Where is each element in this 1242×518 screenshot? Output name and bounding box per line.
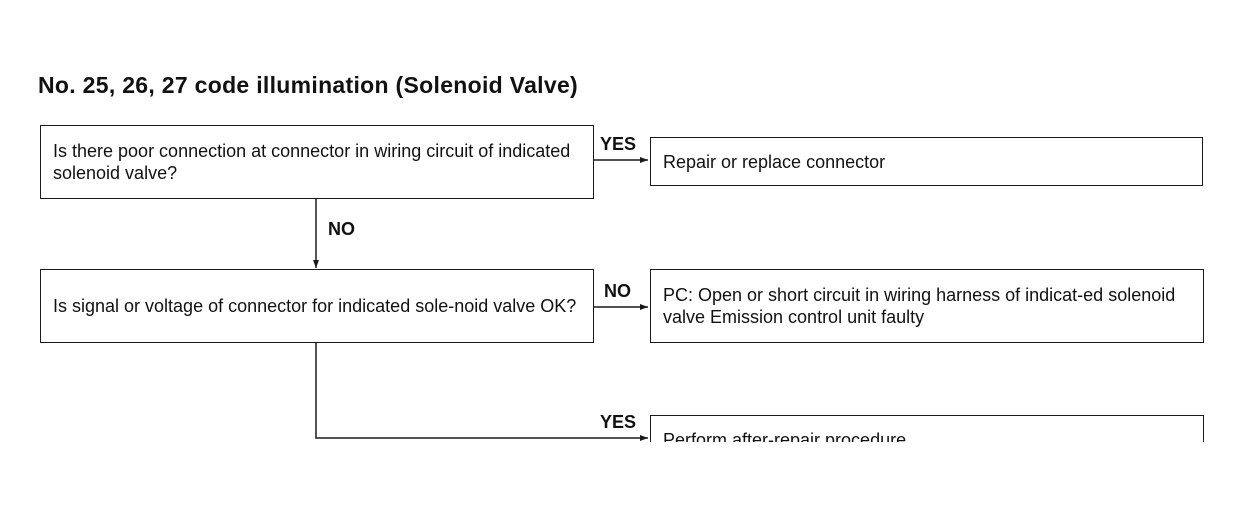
label-q1-yes: YES bbox=[600, 134, 637, 154]
flowchart-area: Is there poor connection at connector in… bbox=[40, 125, 1204, 442]
action-box-2: PC: Open or short circuit in wiring harn… bbox=[650, 269, 1204, 343]
arrowhead-q1-no bbox=[313, 260, 319, 268]
question-2-text: Is signal or voltage of connector for in… bbox=[53, 296, 577, 316]
connector-lines bbox=[313, 157, 648, 441]
question-1-text: Is there poor connection at connector in… bbox=[53, 141, 571, 183]
arrowhead-q2-no bbox=[640, 304, 648, 310]
action-box-3: Perform after-repair procedure bbox=[650, 415, 1204, 442]
question-box-2: Is signal or voltage of connector for in… bbox=[40, 269, 594, 343]
action-1-text: Repair or replace connector bbox=[663, 151, 886, 172]
action-3-text: Perform after-repair procedure bbox=[663, 430, 907, 442]
question-box-1: Is there poor connection at connector in… bbox=[40, 125, 594, 199]
label-q1-no: NO bbox=[328, 219, 355, 239]
label-q2-yes: YES bbox=[600, 412, 637, 432]
arrowhead-q1-yes bbox=[640, 157, 648, 163]
action-2-text: PC: Open or short circuit in wiring harn… bbox=[663, 285, 1176, 327]
arrowhead-q2-yes bbox=[640, 435, 648, 441]
edge-q2-yes bbox=[315, 343, 648, 439]
label-q2-no: NO bbox=[604, 281, 631, 301]
action-box-1: Repair or replace connector bbox=[650, 137, 1203, 186]
diagram-title: No. 25, 26, 27 code illumination (Soleno… bbox=[38, 72, 579, 98]
